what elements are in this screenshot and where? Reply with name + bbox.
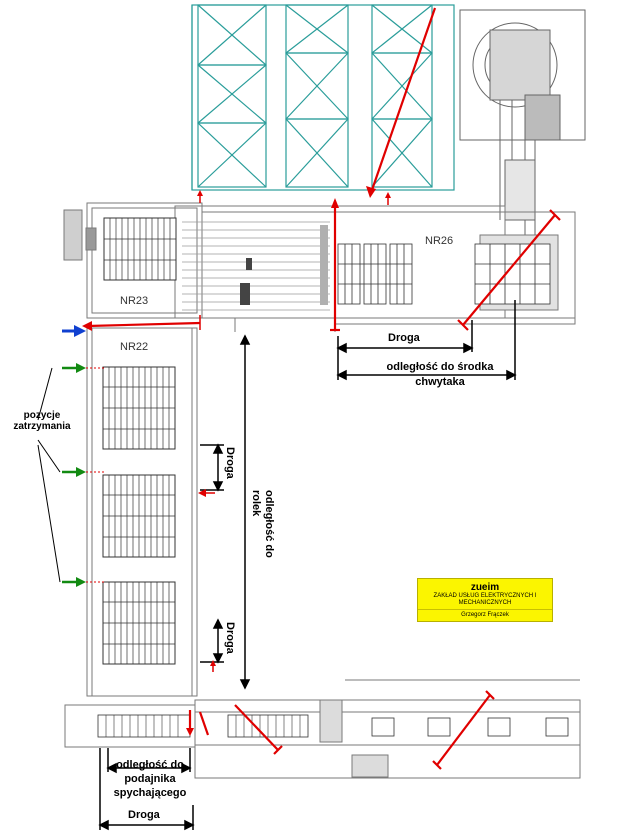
blue-arrow [62, 325, 86, 337]
green-stop-arrows [62, 363, 86, 587]
robot-arm [459, 9, 586, 240]
zone-label-nr22: NR22 [120, 341, 149, 353]
zone-label-nr26: NR26 [425, 235, 454, 247]
logo-author: Grzegorz Frączek [418, 609, 552, 618]
conveyor-nr22 [86, 327, 198, 697]
roller-lines-transfer [182, 221, 330, 311]
road-label-nr26: Droga [388, 332, 420, 344]
pallet-nr26 [337, 243, 551, 305]
logo-company: ZAKŁAD USŁUG ELEKTRYCZNYCH I MECHANICZNY… [433, 593, 537, 606]
distance-gripper-center-label: odległość do środka chwytaka [386, 361, 494, 388]
stop-positions-label: pozycje zatrzymania [13, 410, 71, 432]
red-dotted-stop-lines [86, 367, 104, 583]
logo-brand: zueim [470, 582, 500, 593]
red-markers [82, 7, 561, 770]
storage-racks [191, 4, 455, 191]
distance-to-pusher-feeder-label: odległość do podajnika spychającego [113, 759, 187, 799]
pallet-nr23-slats [104, 218, 176, 280]
bottom-crate-slats [105, 715, 301, 737]
road-label-bottom: Droga [128, 809, 160, 821]
stop-position-leaders [37, 367, 61, 583]
road-label-vertical-upper: Droga [224, 447, 236, 479]
distance-to-rollers-label: odległość do rolek [250, 490, 275, 558]
road-label-vertical-lower: Droga [224, 622, 236, 654]
zone-label-nr23: NR23 [120, 295, 149, 307]
pallets-nr22-slats [103, 367, 175, 664]
conveyor-bottom [64, 679, 581, 779]
company-logo: zueim ZAKŁAD USŁUG ELEKTRYCZNYCH I MECHA… [417, 578, 553, 622]
transfer-details [240, 225, 328, 305]
